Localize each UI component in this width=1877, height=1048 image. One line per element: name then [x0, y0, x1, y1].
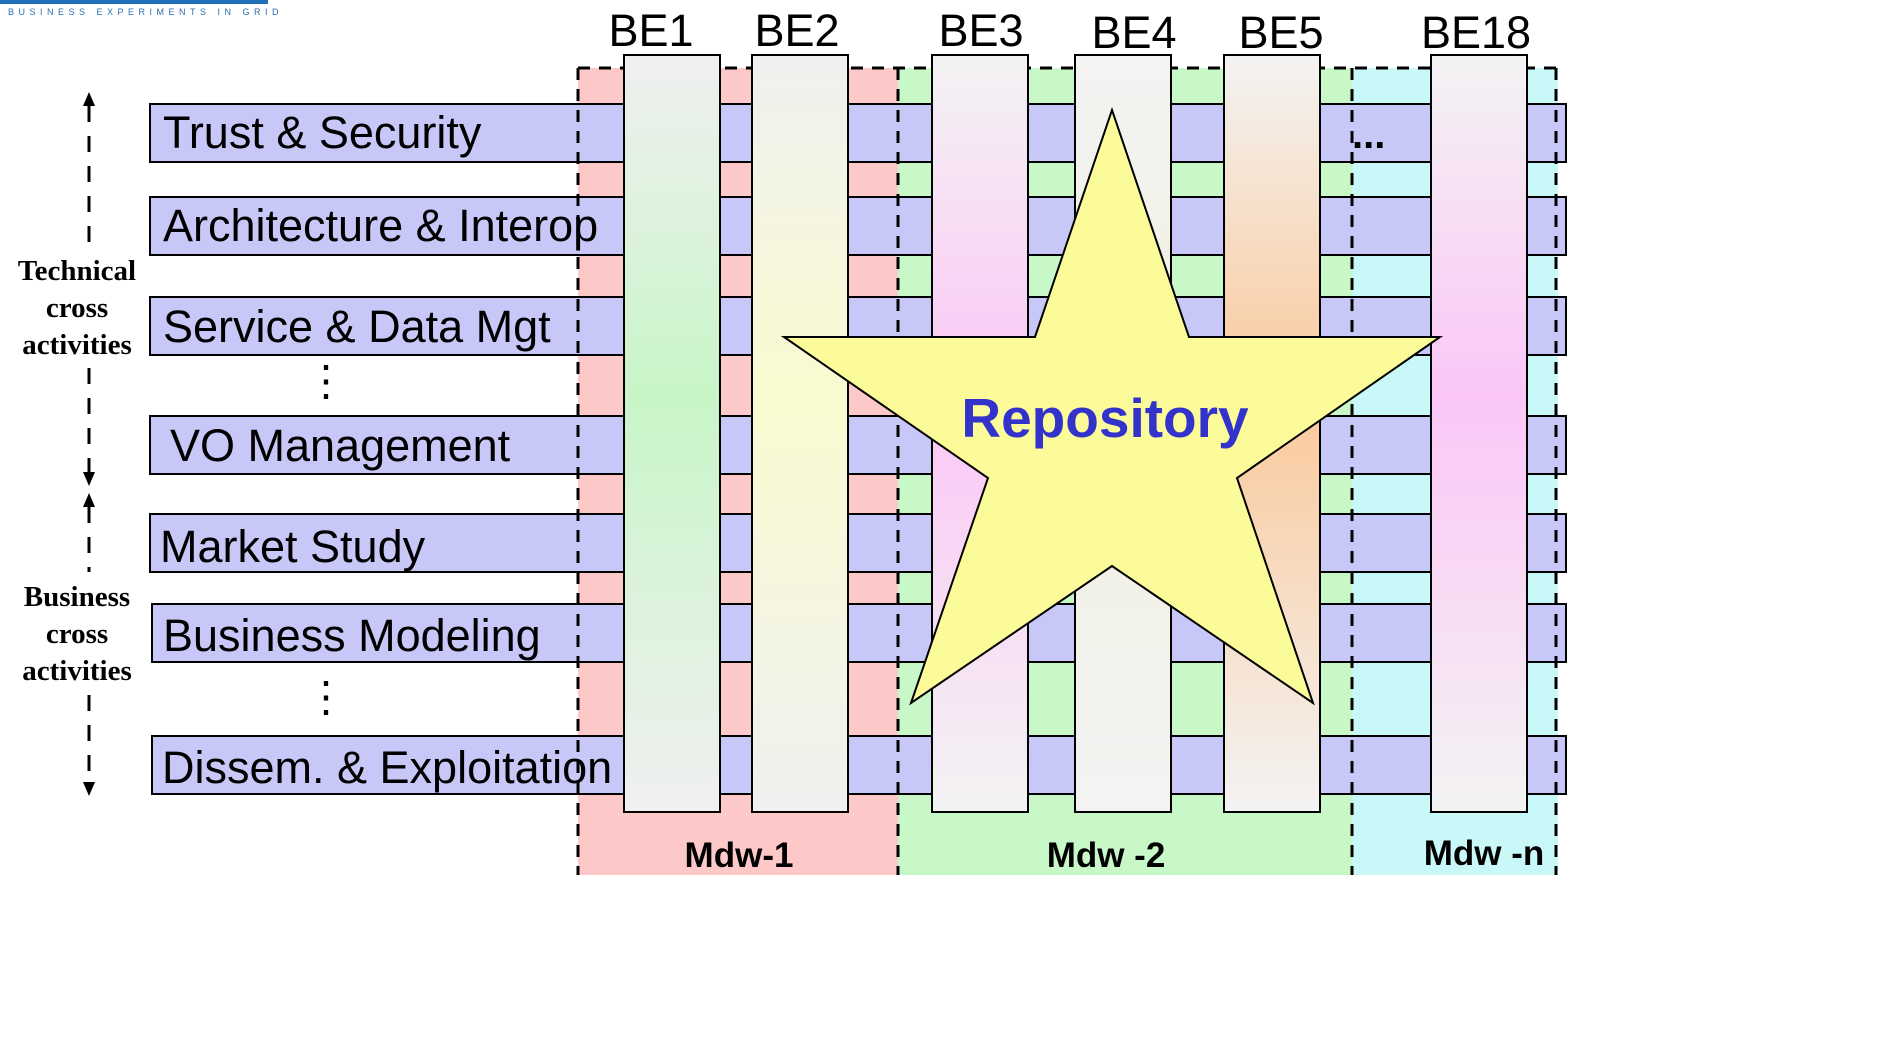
row-label-market-study: Market Study [160, 521, 426, 572]
business-group-label: Business cross activities [22, 581, 132, 687]
mdw-borders [576, 66, 1558, 875]
row-bar-business-modeling [151, 603, 1567, 663]
repository-label: Repository [961, 387, 1249, 449]
row-bar-dissem-exploitation [151, 735, 1567, 795]
row-label-dissem-exploitation: Dissem. & Exploitation [162, 742, 613, 793]
mdw-label-1: Mdw-1 [684, 836, 794, 875]
logo-subtitle: BUSINESS EXPERIMENTS IN GRID [8, 7, 284, 17]
business-arrow-down-head [83, 782, 95, 796]
row-label-trust-security: Trust & Security [163, 107, 482, 158]
row-label-vo-management: VO Management [170, 420, 511, 471]
mdw-label-n: Mdw -n [1423, 834, 1545, 873]
row-bar-market-study [149, 513, 1567, 573]
technical-group-label: Technical cross activities [17, 255, 137, 361]
technical-arrow-down-head [83, 472, 95, 486]
more-technical-rows-ellipsis: ⋮ [305, 357, 347, 404]
row-label-service-data-mgt: Service & Data Mgt [163, 301, 551, 352]
group-arrows [83, 92, 95, 796]
cross-activity-diagram [83, 54, 1567, 875]
be-label-18: BE18 [1420, 7, 1532, 58]
logo-mark [0, 0, 268, 4]
be-column-2 [751, 54, 849, 813]
row-bar-trust-security [149, 103, 1567, 163]
more-business-rows-ellipsis: ⋮ [305, 673, 347, 720]
business-arrow-up-head [83, 493, 95, 507]
row-bars [149, 103, 1567, 795]
row-label-architecture-interop: Architecture & Interop [163, 200, 599, 251]
logo: BUSINESS EXPERIMENTS IN GRID [0, 0, 279, 20]
technical-arrow-up-head [83, 92, 95, 106]
row-label-business-modeling: Business Modeling [163, 610, 541, 661]
be-label-4: BE4 [1091, 7, 1177, 58]
be-column-1 [623, 54, 721, 813]
be-label-2: BE2 [754, 5, 840, 56]
row-bar-vo-management [149, 415, 1567, 475]
be-label-5: BE5 [1238, 7, 1324, 58]
mdw-label-2: Mdw -2 [1046, 836, 1166, 875]
be-label-1: BE1 [608, 5, 694, 56]
repository-star [780, 106, 1444, 706]
be-column-18 [1430, 54, 1528, 813]
more-columns-ellipsis: ... [1352, 113, 1386, 157]
row-bar-architecture-interop [149, 196, 1567, 256]
be-label-3: BE3 [938, 5, 1024, 56]
